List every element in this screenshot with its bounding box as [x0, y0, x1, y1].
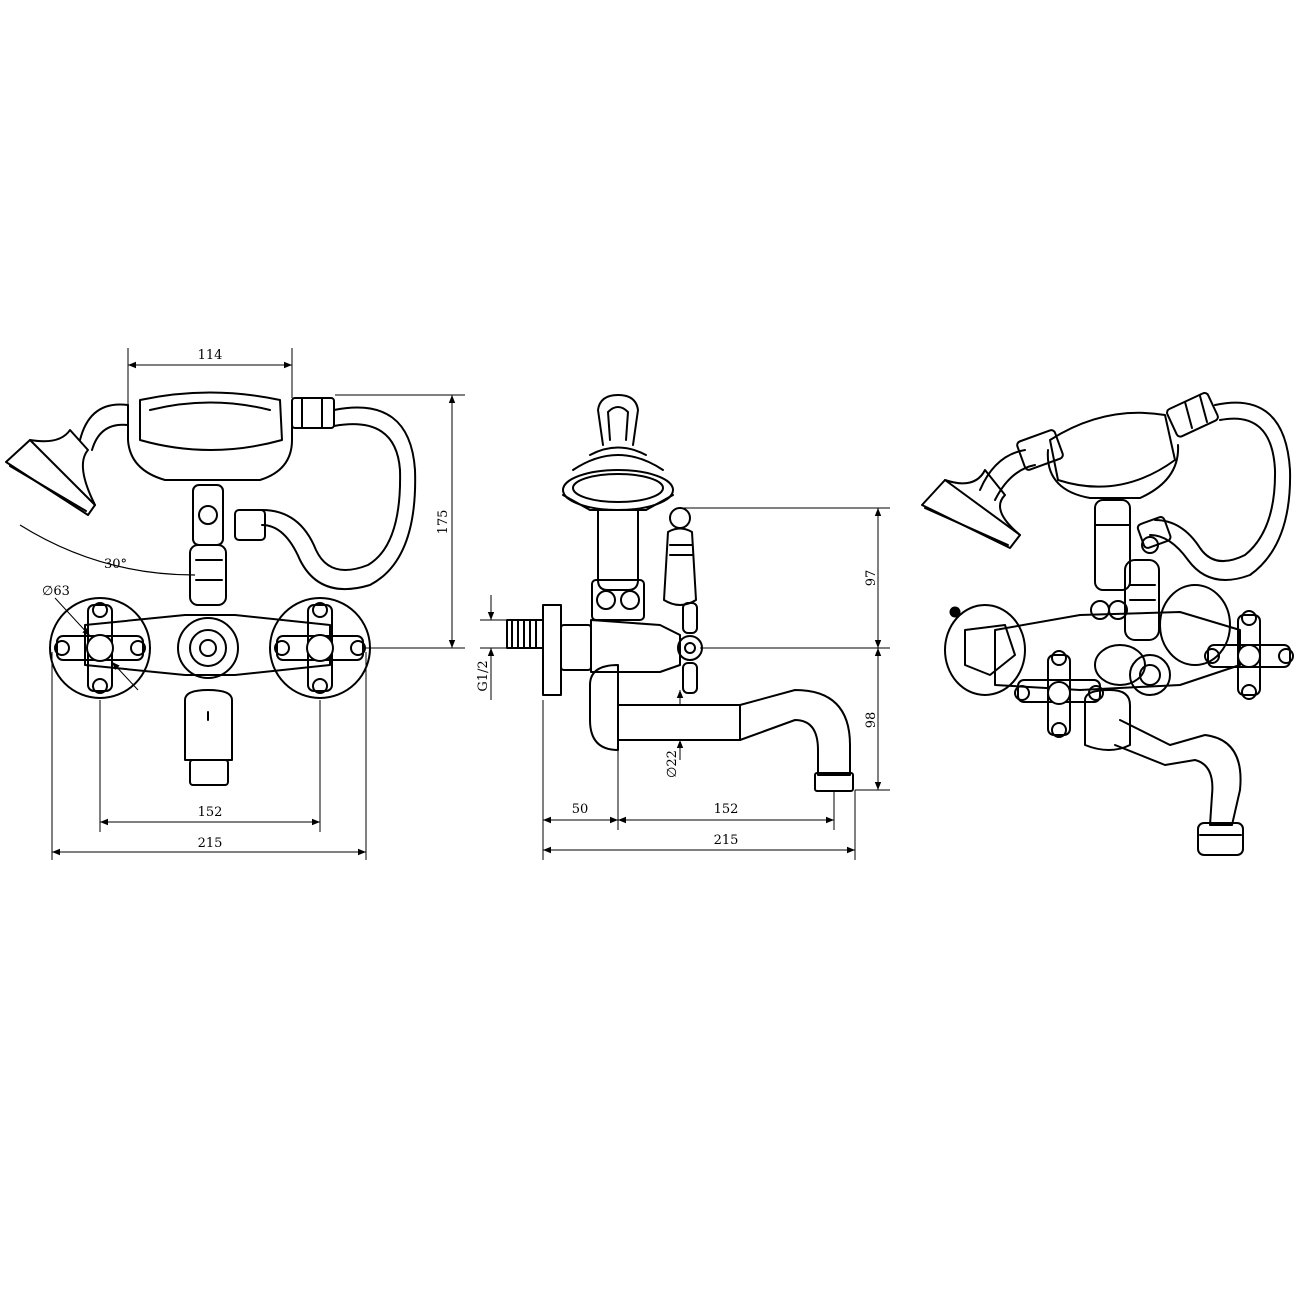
- side-dimensions: [480, 507, 890, 860]
- dim-front-center-distance: 152: [198, 805, 223, 820]
- side-hook: [597, 394, 639, 446]
- persp-left-flange: [944, 604, 1026, 696]
- persp-handset: [979, 392, 1292, 581]
- persp-shower-head: [921, 469, 1021, 549]
- dim-side-spout-diameter: ∅22: [665, 750, 680, 778]
- persp-right-flange: [1159, 584, 1231, 666]
- front-shower-head: [5, 429, 96, 516]
- front-right-handle: [269, 597, 371, 699]
- side-spout: [589, 664, 854, 792]
- dim-handshower-angle: 30°: [104, 557, 127, 572]
- dim-side-wall-offset: 50: [572, 802, 589, 817]
- dim-side-lower-height: 98: [864, 712, 879, 729]
- dim-side-upper-height: 97: [864, 570, 879, 587]
- side-shower-head: [562, 446, 674, 511]
- front-left-handle: [49, 597, 151, 699]
- dim-side-overall-width: 215: [714, 833, 739, 848]
- side-lever: [663, 507, 697, 606]
- persp-body: [994, 611, 1241, 696]
- front-dimensions: [51, 348, 465, 860]
- dim-front-height: 175: [436, 510, 451, 535]
- persp-stem: [1090, 499, 1172, 641]
- side-body: [590, 619, 681, 673]
- angle-arc: [19, 524, 196, 576]
- dim-front-top-width: 114: [198, 348, 223, 363]
- front-handset: [79, 391, 417, 591]
- side-handle-grip: [597, 509, 639, 591]
- front-body: [84, 614, 331, 786]
- dim-side-spout-reach: 152: [714, 802, 739, 817]
- persp-spout: [1084, 689, 1244, 856]
- front-view: 114 175 30° ∅63 152 215: [5, 348, 465, 860]
- front-stem: [189, 484, 266, 606]
- dim-side-thread: G1/2: [476, 660, 491, 691]
- side-wall-flange: [506, 604, 592, 696]
- perspective-view: [921, 392, 1294, 856]
- side-view: 97 98 G1/2 ∅22 50 152 215: [476, 394, 890, 860]
- dim-rosette-diameter: ∅63: [42, 584, 70, 599]
- dim-front-overall-width: 215: [198, 836, 223, 851]
- persp-right-handle: [1204, 610, 1294, 700]
